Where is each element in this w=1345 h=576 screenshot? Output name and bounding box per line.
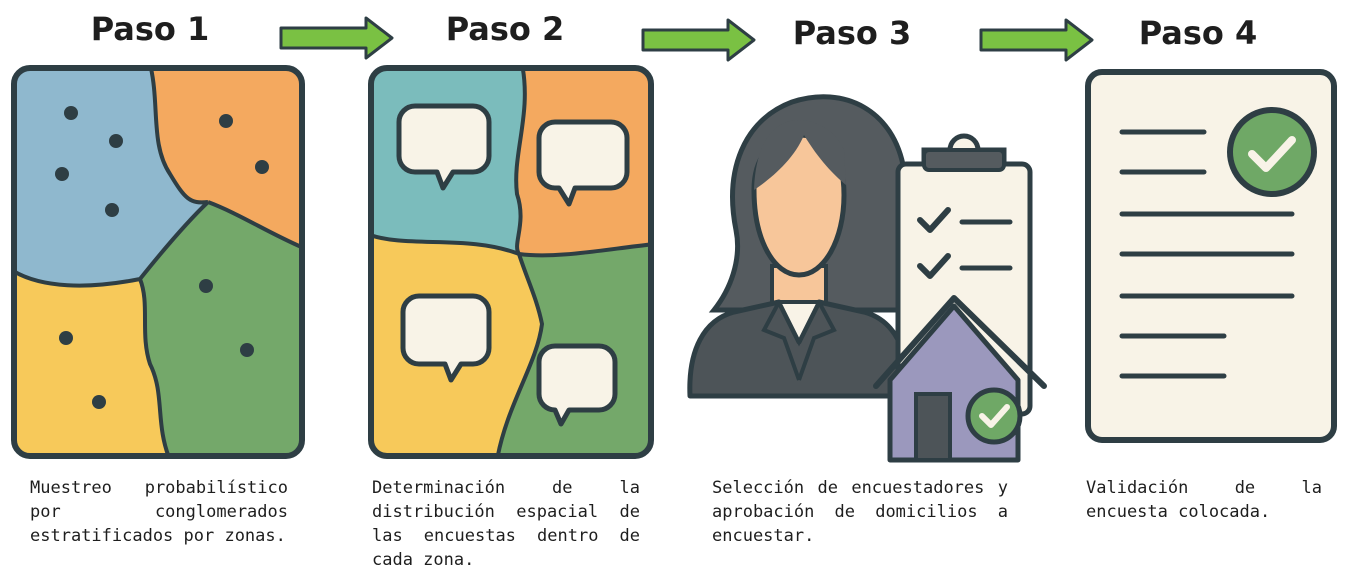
step-1-title: Paso 1 [90,10,210,48]
step-3-description: Selección de encuestadores y aprobación … [712,478,1008,546]
step-4-title: Paso 4 [1138,14,1258,52]
step-3-title: Paso 3 [792,14,912,52]
arrow-1-icon [279,16,394,60]
step-2-description: Determinación de la distribución espacia… [372,478,640,570]
person-icon [687,94,911,399]
checkmark-icon [1227,107,1317,197]
speech-bubble-icon [396,103,630,427]
zone-map-icon [11,65,305,459]
arrow-2-icon [641,18,756,62]
survey-distribution-map-icon [368,65,654,459]
house-icon [873,295,1047,463]
document-icon [1085,69,1337,443]
step-4-description: Validación de la encuesta colocada. [1086,478,1322,522]
interviewer-selection-icon [687,94,1047,463]
step-1-description: Muestreo probabilístico por conglomerado… [30,478,288,546]
checkmark-icon [965,387,1023,445]
step-2-title: Paso 2 [445,10,565,48]
arrow-3-icon [979,18,1094,62]
